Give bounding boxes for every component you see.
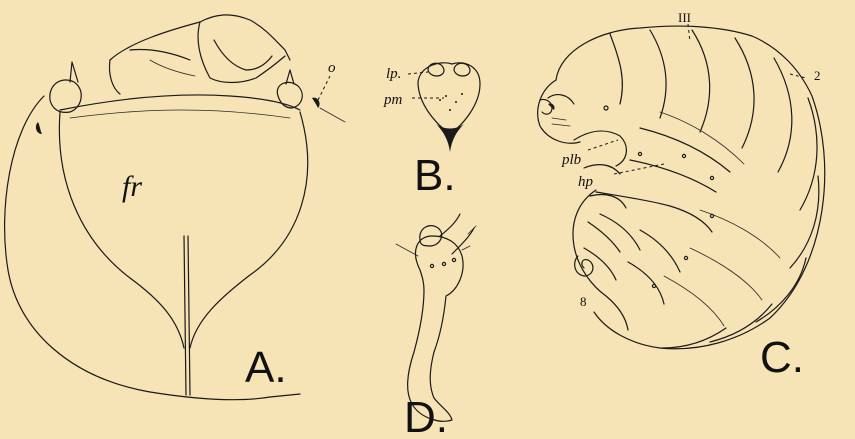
label-pm: pm (383, 92, 403, 108)
panel-letter-a: A. (245, 343, 287, 392)
label-2: 2 (814, 68, 821, 83)
label-hp: hp (578, 174, 594, 190)
label-plb: plb (561, 152, 582, 168)
panel-b-drawing (408, 63, 480, 152)
label-fr: fr (122, 170, 142, 203)
panel-d-drawing (396, 214, 476, 421)
panel-letter-c: C. (760, 333, 804, 382)
label-iii: III (678, 10, 691, 25)
panel-letter-d: D. (404, 393, 448, 439)
panel-a-drawing (5, 15, 345, 400)
label-o: o (328, 60, 336, 76)
label-8: 8 (580, 294, 587, 309)
label-lp: lp. (386, 66, 401, 82)
panel-letter-b: B. (414, 151, 456, 200)
